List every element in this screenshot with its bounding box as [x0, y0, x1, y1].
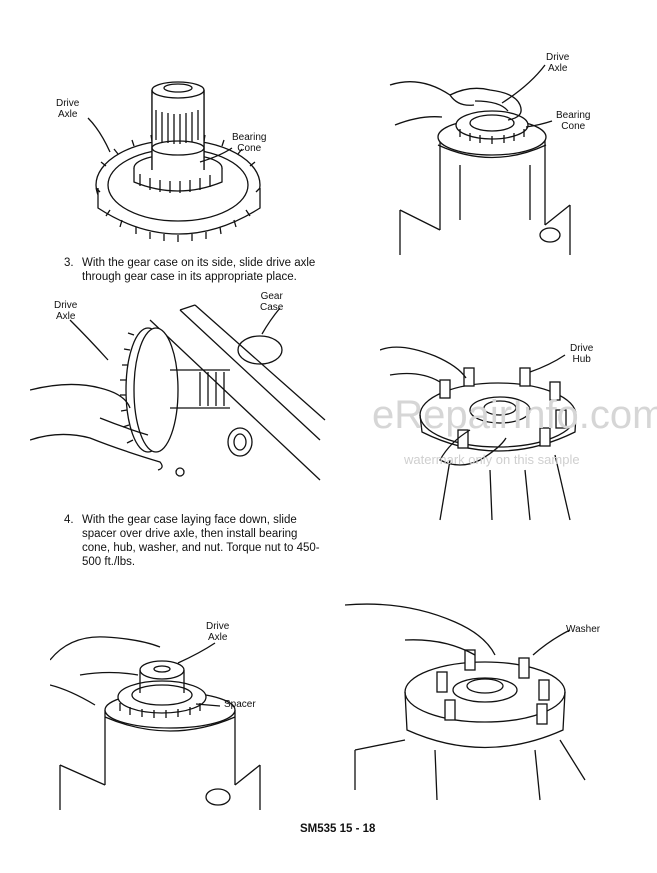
step-3-text: With the gear case on its side, slide dr… [82, 257, 316, 283]
label-drive-axle-5: Drive Axle [206, 621, 230, 643]
label-washer: Washer [566, 624, 601, 635]
install-drive-hub-illustration [380, 346, 577, 521]
install-bearing-cone-illustration [389, 64, 571, 255]
step-3: 3. With the gear case on its side, slide… [64, 256, 332, 284]
figure-install-spacer [50, 615, 270, 815]
step-4-text: With the gear case laying face down, sli… [82, 514, 320, 568]
drive-axle-gear-illustration [87, 81, 261, 242]
figure-drive-axle-gear [80, 70, 310, 245]
page-footer-reference: SM535 15 - 18 [300, 823, 376, 835]
step-4: 4. With the gear case laying face down, … [64, 513, 320, 569]
watermark-note: watermark only on this sample [404, 452, 580, 467]
install-washer-illustration [345, 603, 586, 801]
step-4-number: 4. [64, 514, 74, 526]
figure-install-bearing-cone [380, 45, 580, 265]
label-drive-axle: Drive Axle [56, 98, 80, 120]
step-3-number: 3. [64, 257, 74, 269]
label-drive-axle-3: Drive Axle [54, 300, 78, 322]
watermark-site: eRepairInfo.com [372, 393, 657, 437]
install-spacer-illustration [50, 636, 261, 810]
label-spacer: Spacer [224, 699, 256, 710]
label-drive-axle-2: Drive Axle [546, 52, 570, 74]
label-bearing-cone: Bearing Cone [232, 132, 267, 154]
figure-install-drive-hub [380, 320, 590, 530]
label-gear-case: Gear Case [260, 291, 284, 313]
figure-install-washer [345, 600, 600, 805]
label-bearing-cone-2: Bearing Cone [556, 110, 591, 132]
label-drive-hub: Drive Hub [570, 343, 594, 365]
slide-axle-gear-case-illustration [30, 304, 326, 481]
figure-slide-axle-gear-case [30, 290, 330, 500]
